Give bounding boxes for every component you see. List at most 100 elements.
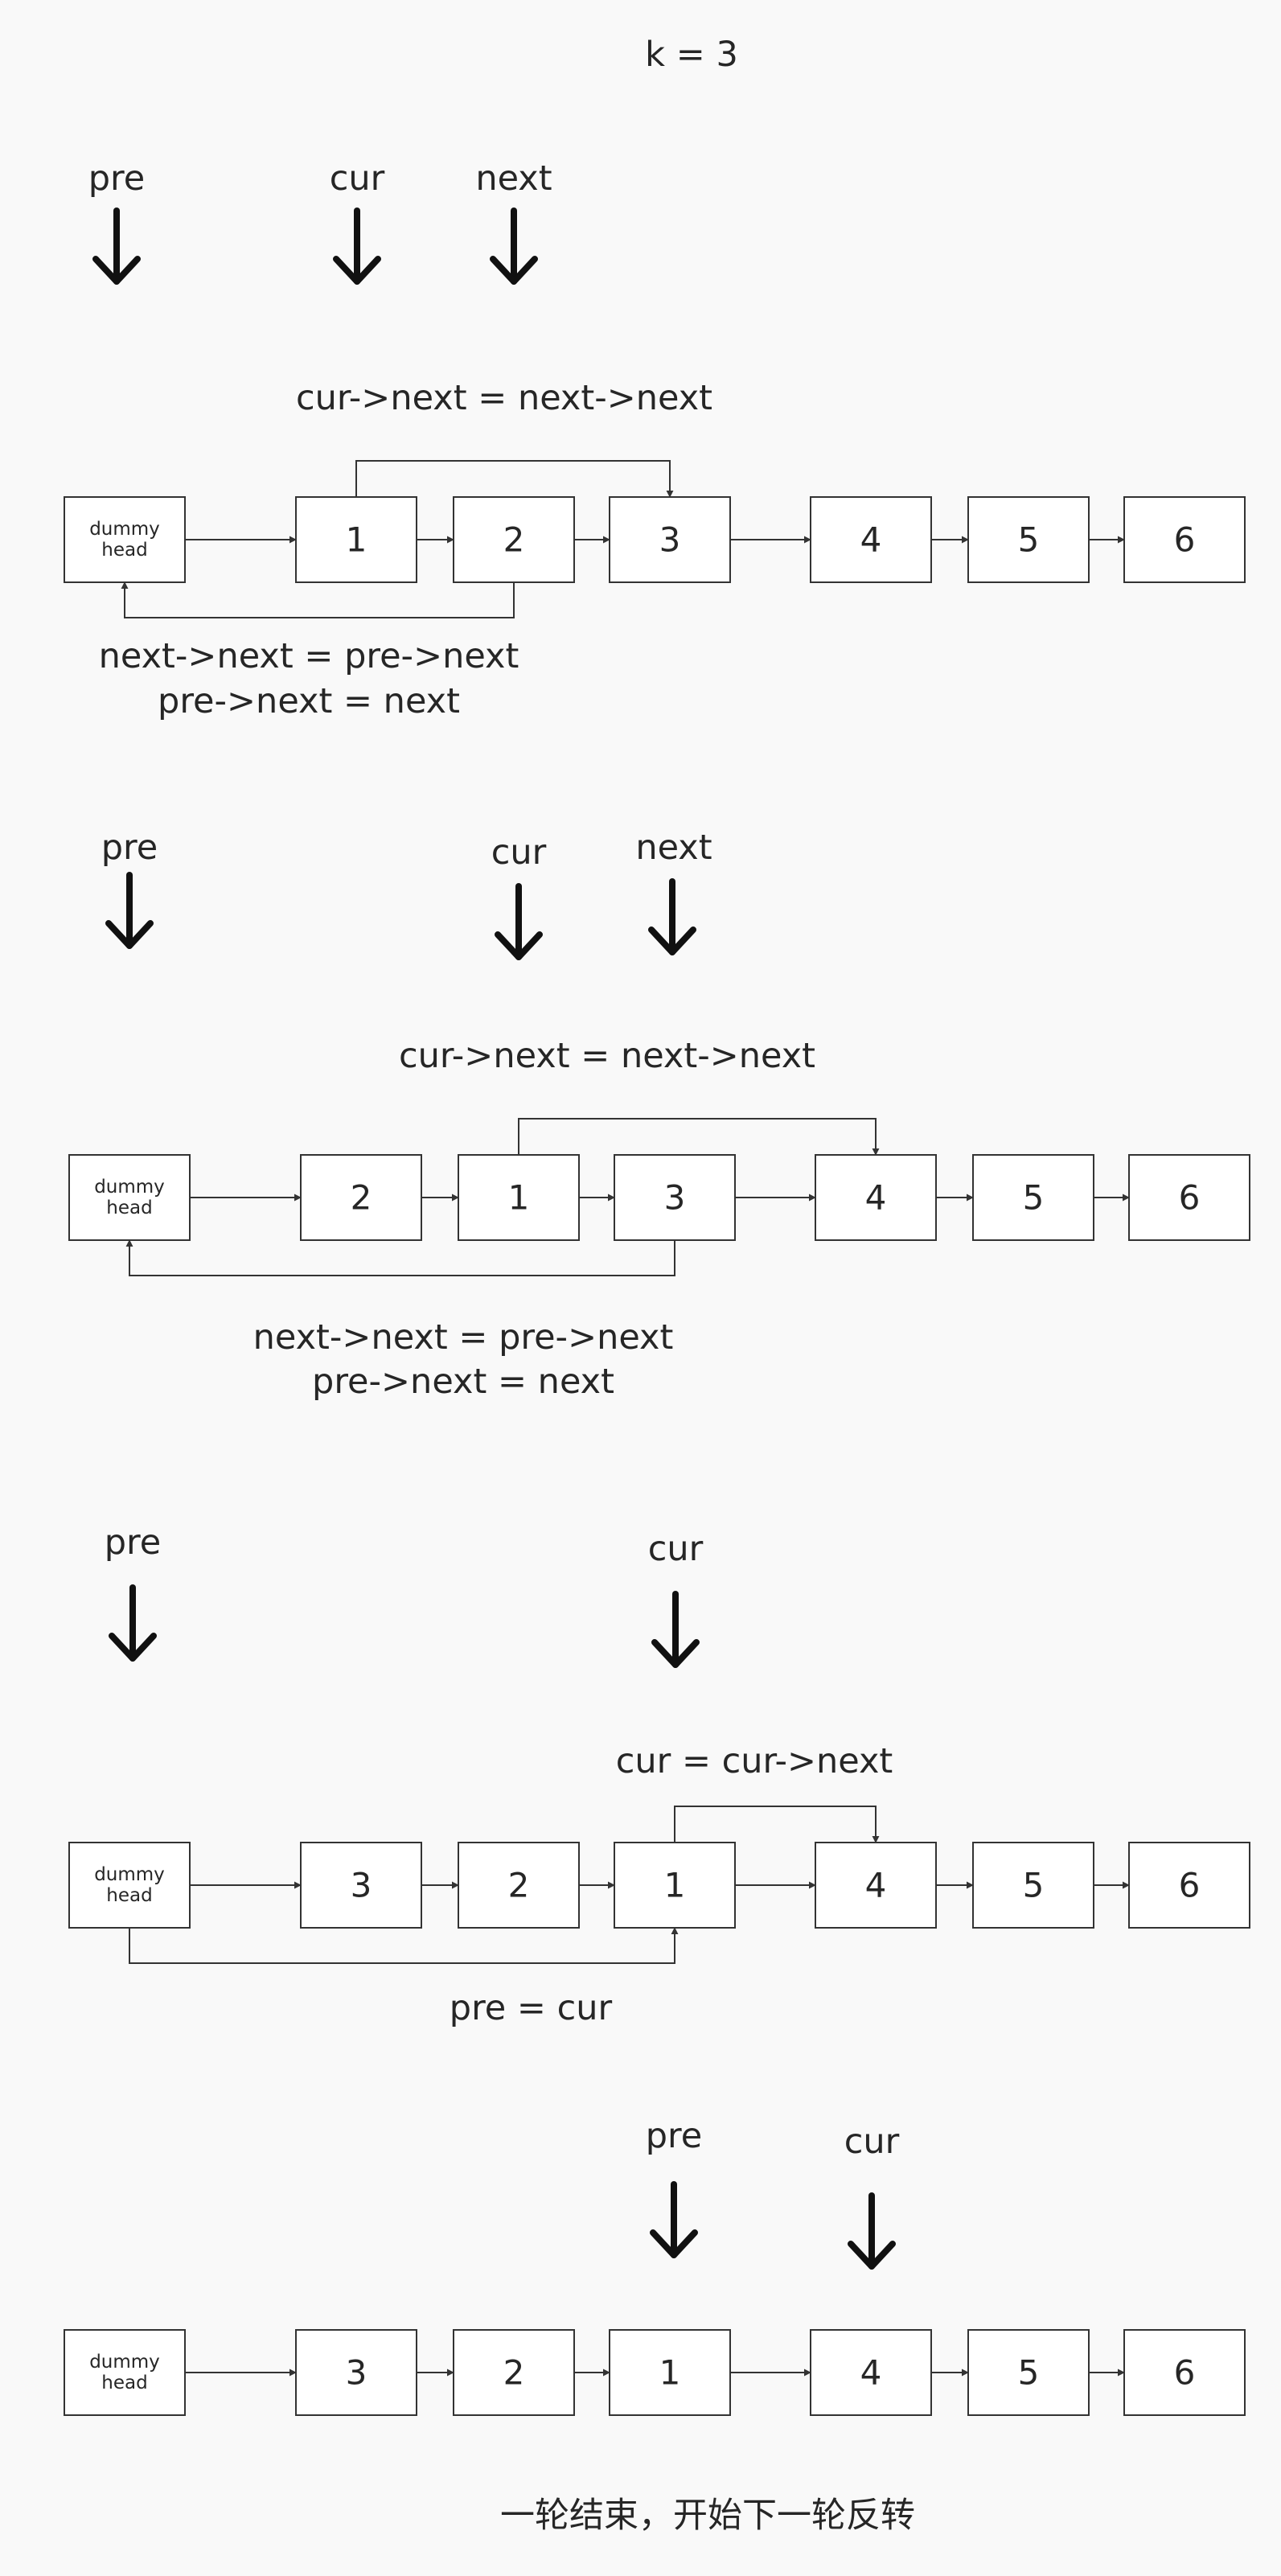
cur-label: cur [330, 158, 385, 199]
cur-pointer-arrow [333, 207, 381, 285]
svg-text:dummy: dummy [89, 519, 160, 540]
operation-bottom-1: next->next = pre->next [253, 1317, 674, 1358]
pre-label: pre [105, 1522, 161, 1563]
svg-text:dummy: dummy [94, 1177, 165, 1198]
list-node: 2 [300, 1154, 422, 1241]
pre-pointer-arrow [92, 207, 141, 285]
operation-bottom-2: pre->next = next [312, 1362, 614, 1402]
list-node: 5 [967, 2329, 1090, 2416]
list-node: 1 [614, 1842, 736, 1929]
svg-text:4: 4 [860, 2353, 882, 2393]
list-node: 3 [609, 496, 731, 583]
list-node: 3 [295, 2329, 417, 2416]
pre-pointer-arrow [105, 872, 154, 949]
pre-label: pre [88, 158, 145, 199]
dummy-head-node: dummy head [64, 496, 186, 583]
list-node: 4 [815, 1842, 937, 1929]
step-2: pre cur next cur->next = next->next dumm… [68, 828, 1250, 1402]
step-1: pre cur next cur->next = next->next dumm… [64, 158, 1246, 721]
svg-text:6: 6 [1174, 2353, 1196, 2393]
next-label: next [475, 158, 552, 199]
return-link-arrow [121, 581, 515, 618]
dummy-head-node: dummy head [68, 1154, 191, 1241]
list-node: 2 [453, 2329, 575, 2416]
next-pointer-arrow [490, 207, 538, 285]
svg-text:4: 4 [865, 1866, 887, 1905]
pre-label: pre [101, 828, 158, 868]
list-node: 4 [815, 1154, 937, 1241]
operation-bottom-2: pre->next = next [158, 681, 460, 721]
pre-pointer-arrow [650, 2181, 698, 2258]
svg-text:2: 2 [508, 1866, 530, 1905]
operation-top: cur->next = next->next [296, 378, 712, 418]
next-label: next [635, 828, 712, 868]
svg-text:3: 3 [659, 520, 681, 560]
svg-text:3: 3 [346, 2353, 367, 2393]
list-node: 5 [967, 496, 1090, 583]
cur-label: cur [491, 832, 547, 873]
cur-pointer-arrow [495, 883, 543, 960]
list-node: 2 [453, 496, 575, 583]
svg-text:dummy: dummy [94, 1864, 165, 1885]
list-node: 4 [810, 496, 932, 583]
operation-top: cur->next = next->next [399, 1036, 815, 1076]
list-node: 3 [300, 1842, 422, 1929]
step-4: pre cur dummy head 3 2 1 4 5 6 [64, 2116, 1246, 2416]
list-node: 6 [1123, 496, 1246, 583]
list-node: 2 [458, 1842, 580, 1929]
svg-text:6: 6 [1174, 520, 1196, 560]
svg-text:head: head [106, 1198, 152, 1218]
operation-top: cur = cur->next [616, 1741, 893, 1781]
svg-text:5: 5 [1018, 520, 1040, 560]
dummy-head-node: dummy head [64, 2329, 186, 2416]
list-node: 1 [458, 1154, 580, 1241]
svg-text:1: 1 [346, 520, 367, 560]
return-link-arrow [125, 1239, 675, 1276]
svg-text:5: 5 [1023, 1866, 1045, 1905]
next-pointer-arrow [648, 878, 696, 955]
svg-text:4: 4 [865, 1178, 887, 1218]
pre-move-arrow [129, 1927, 679, 1964]
step-3: pre cur cur = cur->next dummy head 3 2 1… [68, 1522, 1250, 2028]
svg-text:5: 5 [1018, 2353, 1040, 2393]
pre-label: pre [646, 2116, 702, 2156]
list-node: 1 [609, 2329, 731, 2416]
svg-text:6: 6 [1179, 1178, 1201, 1218]
svg-text:2: 2 [503, 2353, 525, 2393]
svg-text:5: 5 [1023, 1178, 1045, 1218]
svg-text:head: head [106, 1885, 152, 1906]
operation-bottom-1: next->next = pre->next [99, 636, 519, 676]
svg-text:1: 1 [508, 1178, 530, 1218]
svg-text:2: 2 [503, 520, 525, 560]
dummy-head-node: dummy head [68, 1842, 191, 1929]
cur-label: cur [648, 1529, 704, 1569]
list-node: 4 [810, 2329, 932, 2416]
pre-pointer-arrow [109, 1584, 157, 1662]
k-value-label: k = 3 [645, 35, 738, 75]
skip-link-arrow [674, 1806, 880, 1843]
svg-text:1: 1 [664, 1866, 686, 1905]
svg-text:head: head [101, 2373, 147, 2393]
list-node: 6 [1128, 1842, 1250, 1929]
list-node: 6 [1128, 1154, 1250, 1241]
svg-text:2: 2 [351, 1178, 372, 1218]
svg-text:4: 4 [860, 520, 882, 560]
skip-link-arrow [518, 1118, 880, 1156]
svg-text:3: 3 [664, 1178, 686, 1218]
list-node: 1 [295, 496, 417, 583]
round-end-caption: 一轮结束，开始下一轮反转 [500, 2496, 915, 2536]
list-node: 5 [972, 1154, 1094, 1241]
list-node: 5 [972, 1842, 1094, 1929]
operation-bottom-1: pre = cur [450, 1988, 613, 2028]
svg-text:1: 1 [659, 2353, 681, 2393]
cur-pointer-arrow [848, 2192, 896, 2270]
list-node: 3 [614, 1154, 736, 1241]
svg-text:head: head [101, 540, 147, 561]
skip-link-arrow [355, 460, 674, 498]
svg-text:3: 3 [351, 1866, 372, 1905]
cur-label: cur [844, 2122, 900, 2162]
svg-text:6: 6 [1179, 1866, 1201, 1905]
list-node: 6 [1123, 2329, 1246, 2416]
svg-text:dummy: dummy [89, 2352, 160, 2373]
